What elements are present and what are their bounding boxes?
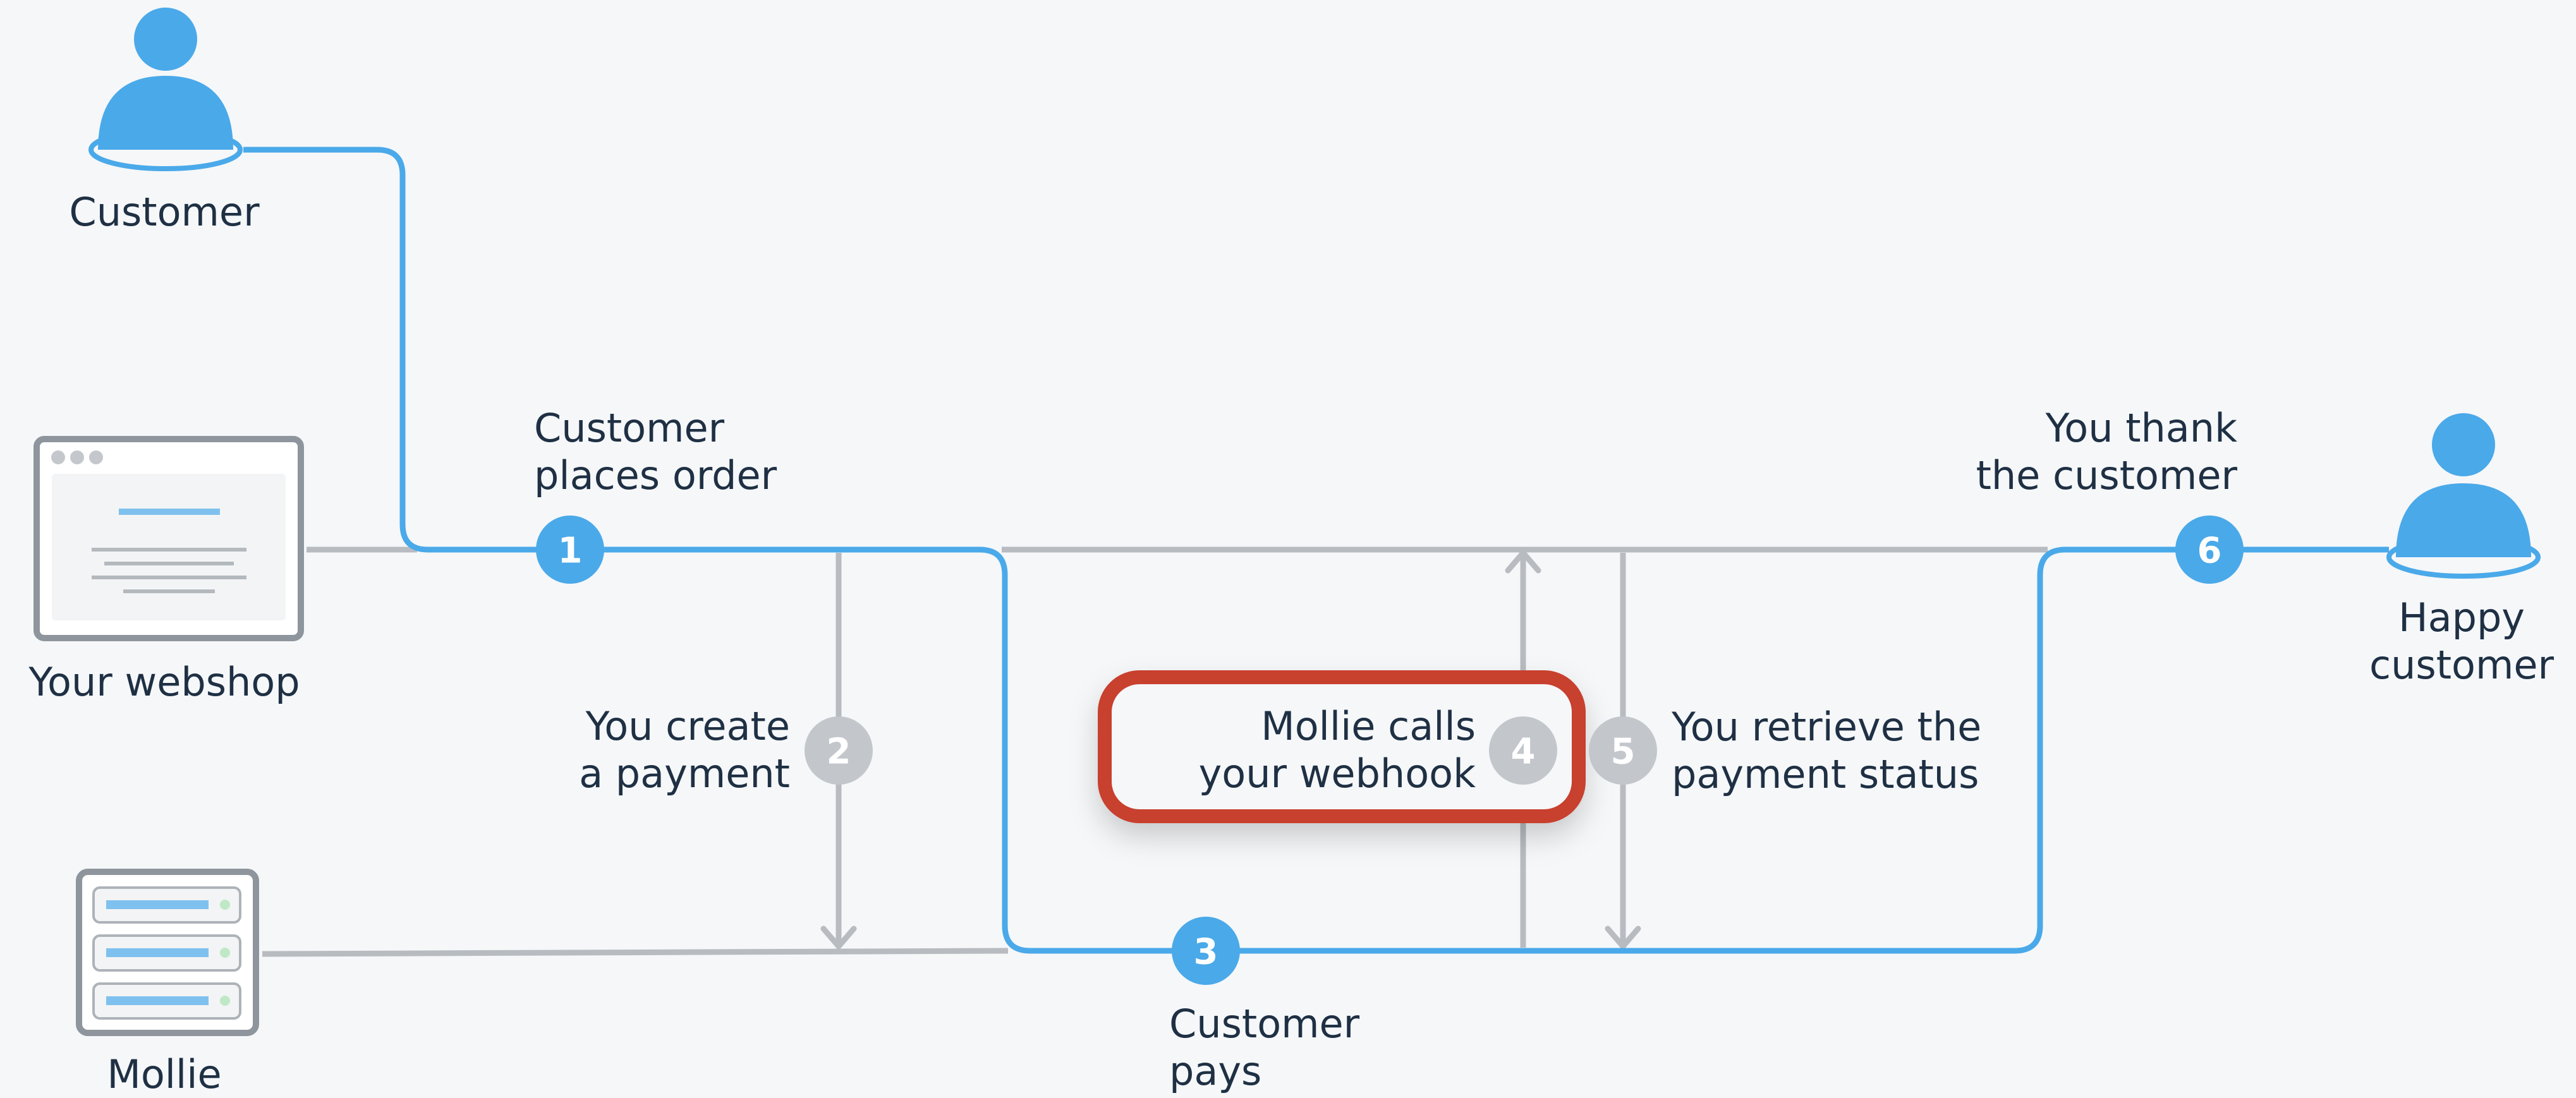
webhook-highlight-box bbox=[1098, 670, 1586, 823]
step-badge-4: 4 bbox=[1489, 716, 1557, 785]
step-label-6: You thank the customer bbox=[1976, 405, 2237, 498]
server-stack-icon bbox=[76, 869, 259, 1036]
arrowhead-retrieve-status bbox=[1605, 926, 1641, 950]
actor-label-happy-customer: Happy customer bbox=[2369, 594, 2554, 688]
step-badge-6: 6 bbox=[2175, 516, 2244, 584]
step-number-6: 6 bbox=[2197, 531, 2222, 572]
step-number-2: 2 bbox=[827, 732, 851, 773]
step-badge-5: 5 bbox=[1589, 716, 1657, 785]
step-badge-2: 2 bbox=[805, 716, 873, 785]
step-label-4: Mollie calls your webhook bbox=[1198, 703, 1476, 797]
happy-customer-person-icon bbox=[2386, 413, 2541, 579]
arrowhead-create-payment bbox=[820, 926, 857, 950]
step-number-5: 5 bbox=[1611, 732, 1636, 773]
customer-journey-path bbox=[243, 147, 2389, 954]
step-number-3: 3 bbox=[1194, 932, 1218, 973]
lane-lines bbox=[262, 546, 2048, 957]
browser-window-icon bbox=[33, 436, 304, 641]
customer-person-icon bbox=[88, 8, 243, 171]
step-number-1: 1 bbox=[558, 531, 583, 572]
step-label-5: You retrieve the payment status bbox=[1672, 704, 1982, 797]
actor-label-customer: Customer bbox=[69, 189, 260, 235]
arrowhead-webhook bbox=[1505, 550, 1541, 574]
actor-label-webshop: Your webshop bbox=[28, 659, 300, 705]
actor-label-mollie: Mollie bbox=[107, 1051, 222, 1097]
step-label-1: Customer places order bbox=[534, 405, 777, 498]
step-number-4: 4 bbox=[1511, 732, 1536, 773]
step-badge-1: 1 bbox=[536, 516, 604, 584]
step-badge-3: 3 bbox=[1172, 917, 1240, 985]
step-label-2: You create a payment bbox=[579, 703, 790, 797]
mollie-lane-line bbox=[262, 948, 1009, 957]
step-label-3: Customer pays bbox=[1169, 1001, 1360, 1094]
